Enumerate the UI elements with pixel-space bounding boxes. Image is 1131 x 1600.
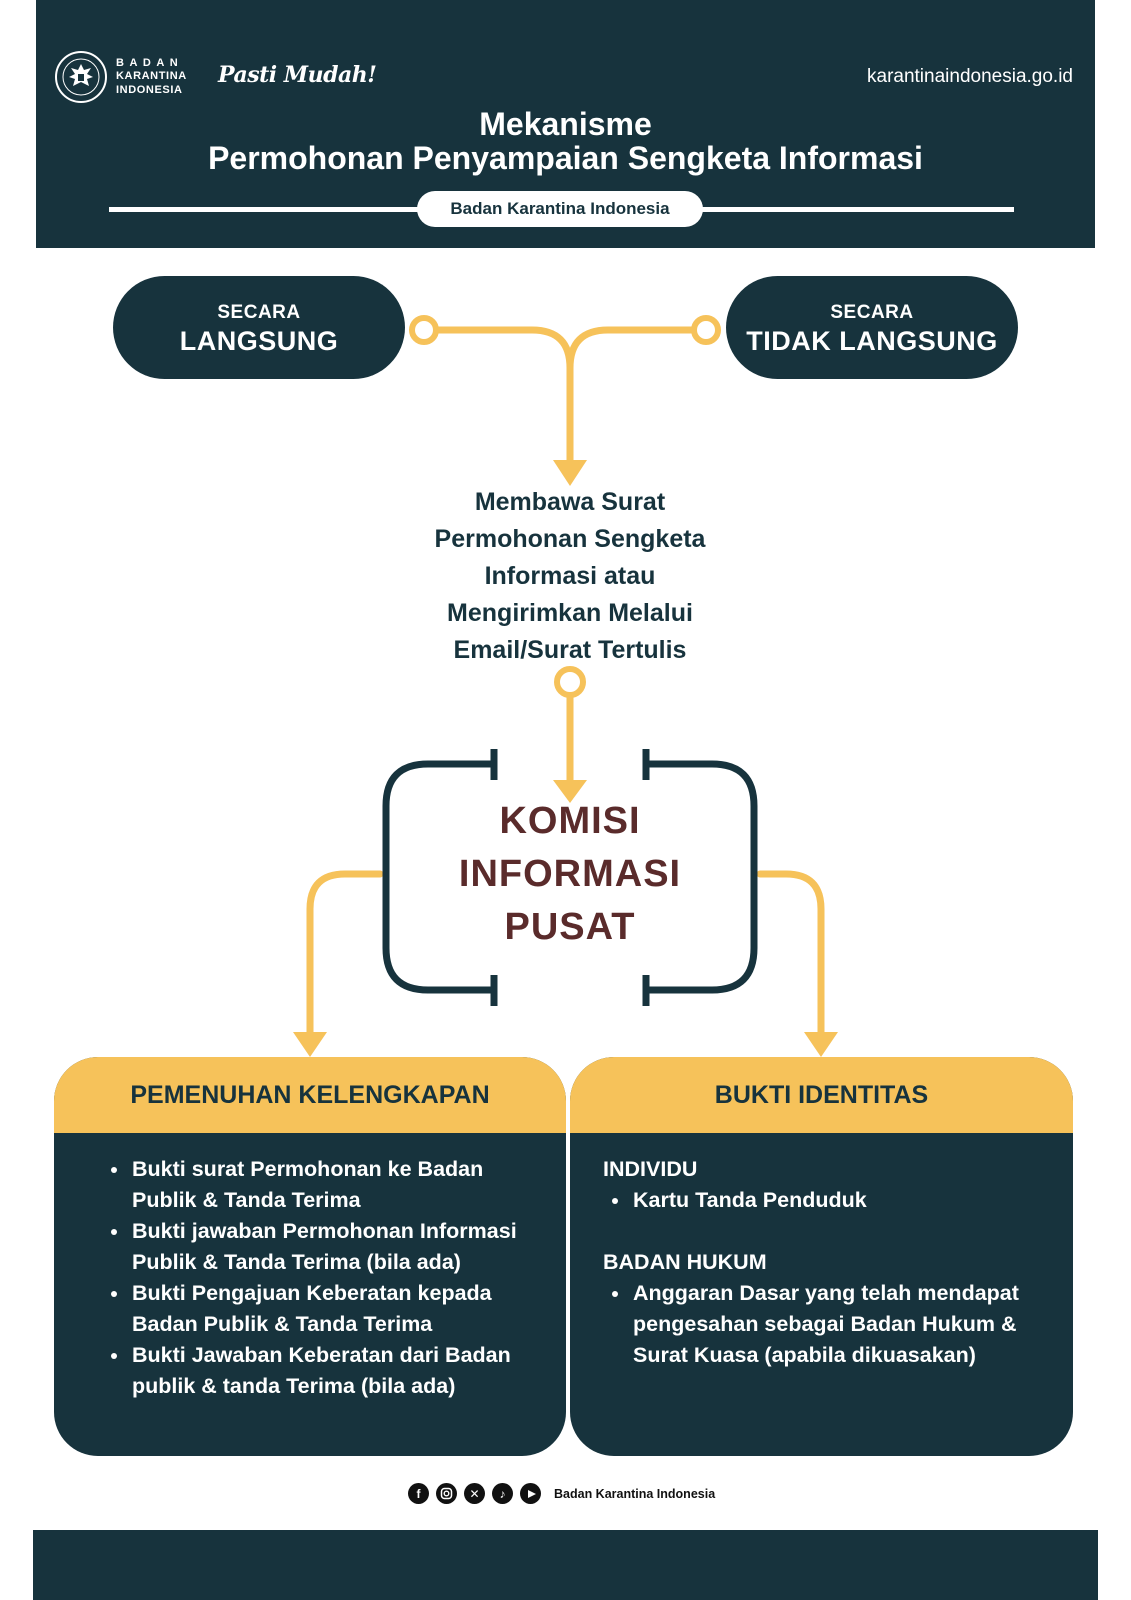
garuda-seal-icon [55, 51, 107, 103]
tagline: Pasti Mudah! [218, 62, 377, 88]
step-line: Mengirimkan Melalui [447, 599, 693, 627]
step-line: Email/Surat Tertulis [453, 636, 687, 664]
logo-line-3: INDONESIA [116, 83, 183, 96]
step-line: Permohonan Sengketa [434, 525, 706, 553]
commission-line: PUSAT [504, 906, 636, 948]
requirements-body: Bukti surat Permohonan ke Badan Publik &… [54, 1133, 566, 1402]
list-item: Kartu Tanda Penduduk [631, 1185, 1053, 1216]
step-line: Membawa Surat [474, 488, 666, 516]
channel-indirect-prefix: SECARA [830, 302, 914, 323]
requirements-title: PEMENUHAN KELENGKAPAN [54, 1057, 566, 1133]
logo-line-2: KARANTINA [116, 70, 187, 83]
connector-node-step [554, 666, 586, 698]
legal-entity-list: Anggaran Dasar yang telah mendapat penge… [603, 1278, 1053, 1371]
arrowhead-commission [553, 780, 587, 803]
list-item: Bukti Jawaban Keberatan dari Badan publi… [130, 1340, 546, 1402]
commission-label: KOMISI INFORMASI PUSAT [420, 795, 720, 954]
header-banner: BADAN KARANTINA INDONESIA Pasti Mudah! k… [36, 0, 1095, 248]
logo-wordmark: BADAN KARANTINA INDONESIA [116, 57, 187, 98]
bracket-right [646, 760, 758, 994]
instagram-icon[interactable] [436, 1483, 457, 1504]
commission-line: KOMISI [499, 800, 641, 842]
identity-title: BUKTI IDENTITAS [570, 1057, 1073, 1133]
connector-right-branch [566, 326, 698, 372]
agency-logo: BADAN KARANTINA INDONESIA [54, 50, 187, 104]
arrowhead-step [553, 460, 587, 486]
requirements-panel: PEMENUHAN KELENGKAPAN Bukti surat Permoh… [54, 1057, 566, 1456]
bracket-left [382, 760, 494, 994]
channel-direct-prefix: SECARA [217, 302, 301, 323]
facebook-icon[interactable]: f [408, 1483, 429, 1504]
individual-label: INDIVIDU [603, 1157, 698, 1181]
footer-band [33, 1530, 1098, 1600]
youtube-icon[interactable] [520, 1483, 541, 1504]
identity-body: INDIVIDU Kartu Tanda Penduduk BADAN HUKU… [570, 1133, 1073, 1371]
connector-left-branch [430, 326, 574, 372]
x-icon[interactable]: ✕ [464, 1483, 485, 1504]
connector-node-right [691, 315, 721, 345]
website-url: karantinaindonesia.go.id [867, 66, 1073, 87]
organization-badge: Badan Karantina Indonesia [417, 191, 703, 227]
connector-node-left [409, 315, 439, 345]
arrowhead-identity [804, 1032, 838, 1057]
submission-step: Membawa Surat Permohonan Sengketa Inform… [400, 484, 740, 669]
arrowhead-requirements [293, 1032, 327, 1057]
channel-direct: SECARA LANGSUNG [113, 276, 405, 379]
identity-panel: BUKTI IDENTITAS INDIVIDU Kartu Tanda Pen… [570, 1057, 1073, 1456]
channel-indirect-label: TIDAK LANGSUNG [746, 326, 998, 356]
channel-indirect: SECARA TIDAK LANGSUNG [726, 276, 1018, 379]
step-line: Informasi atau [484, 562, 656, 590]
page-title-line-1: Mekanisme [479, 106, 652, 142]
list-item: Bukti surat Permohonan ke Badan Publik &… [130, 1154, 546, 1216]
page-title-line-2: Permohonan Penyampaian Sengketa Informas… [208, 140, 923, 176]
connector-to-identity [756, 870, 825, 1039]
social-links: f ✕ ♪ Badan Karantina Indonesia [408, 1483, 715, 1504]
requirements-list: Bukti surat Permohonan ke Badan Publik &… [102, 1154, 546, 1402]
individual-list: Kartu Tanda Penduduk [603, 1185, 1053, 1216]
logo-line-1: BADAN [116, 56, 184, 69]
channel-direct-label: LANGSUNG [179, 326, 339, 356]
list-item: Anggaran Dasar yang telah mendapat penge… [631, 1278, 1053, 1371]
connector-to-requirements [306, 870, 384, 1039]
list-item: Bukti jawaban Permohonan Informasi Publi… [130, 1216, 546, 1278]
commission-line: INFORMASI [458, 853, 682, 895]
social-handle: Badan Karantina Indonesia [554, 1486, 716, 1501]
list-item: Bukti Pengajuan Keberatan kepada Badan P… [130, 1278, 546, 1340]
tiktok-icon[interactable]: ♪ [492, 1483, 513, 1504]
legal-entity-label: BADAN HUKUM [603, 1250, 767, 1274]
